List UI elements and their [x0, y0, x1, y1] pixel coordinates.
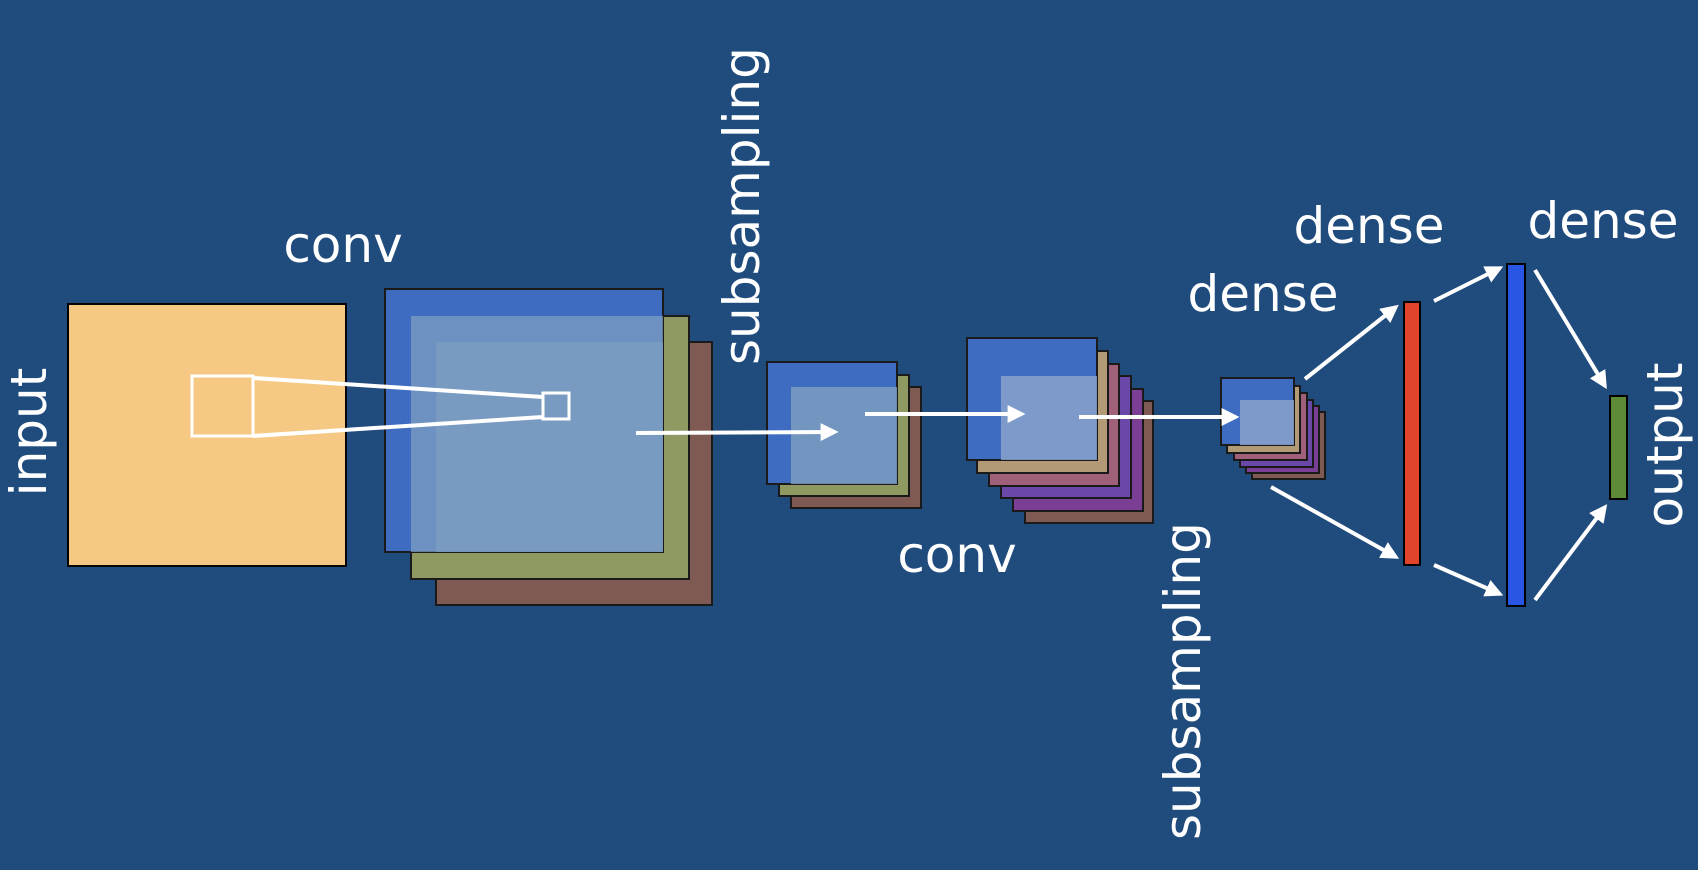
label-dense-3: dense	[1527, 192, 1678, 250]
output-layer	[1609, 395, 1628, 500]
label-dense-2: dense	[1293, 197, 1444, 255]
sub2-overlay	[1240, 400, 1294, 445]
arrow-dense2-to-output-bottom	[1533, 504, 1608, 602]
arrow-dense1-to-dense2-top	[1433, 266, 1504, 303]
label-subsampling-2: subsampling	[1154, 522, 1212, 840]
label-conv-1: conv	[283, 216, 402, 274]
arrow-sub2-to-dense1-top	[1303, 304, 1399, 381]
arrow-conv1-to-sub1	[635, 423, 839, 442]
dense-layer-1	[1403, 301, 1421, 566]
label-dense-1: dense	[1187, 265, 1338, 323]
projection-line-top	[252, 376, 544, 399]
conv1-overlay-inner	[436, 342, 663, 552]
label-input: input	[0, 368, 58, 497]
projection-line-bottom	[252, 415, 544, 438]
conv1-output-unit	[541, 391, 571, 421]
label-conv-2: conv	[897, 526, 1016, 584]
arrow-sub2-to-dense1-bottom	[1270, 485, 1400, 559]
receptive-field-box	[190, 374, 255, 438]
label-subsampling-1: subsampling	[713, 47, 771, 365]
arrow-dense2-to-output-top	[1533, 268, 1607, 390]
dense-layer-2	[1506, 263, 1526, 607]
arrow-dense1-to-dense2-bottom	[1433, 563, 1504, 597]
label-output: output	[1636, 363, 1694, 528]
sub1-overlay	[791, 387, 897, 484]
